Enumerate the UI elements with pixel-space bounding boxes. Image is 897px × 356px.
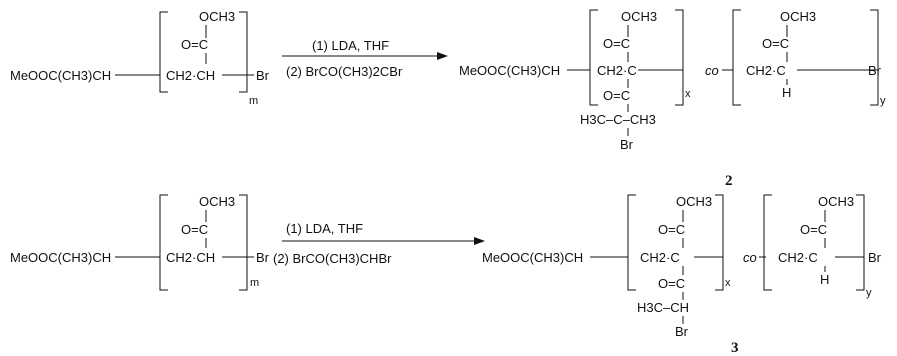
condition-step-1: (1) LDA, THF bbox=[312, 38, 389, 53]
condition-step-2: (2) BrCO(CH3)CHBr bbox=[273, 251, 392, 266]
compound-number-3: 3 bbox=[731, 340, 739, 356]
backbone-x: CH2·C bbox=[640, 250, 680, 265]
right-bracket bbox=[239, 194, 248, 291]
ester-group: OCH3 bbox=[199, 194, 235, 209]
branch-group-x: H3C–CH bbox=[637, 300, 689, 315]
carbonyl-group-x: O=C bbox=[658, 222, 685, 237]
terminal-bromine: Br bbox=[868, 250, 882, 265]
carbonyl-group-y: O=C bbox=[762, 36, 789, 51]
repeat-x: x bbox=[685, 88, 691, 100]
product-copolymer-3: MeOOC(CH3)CH OCH3 O=C CH2·C O=C H3C–CH B… bbox=[482, 194, 882, 356]
ester-group: OCH3 bbox=[199, 9, 235, 24]
backbone: CH2·CH bbox=[166, 250, 215, 265]
ester-group-y: OCH3 bbox=[818, 194, 854, 209]
left-bracket bbox=[159, 194, 168, 291]
hydrogen-y: H bbox=[782, 85, 791, 100]
starting-polymer-2: MeOOC(CH3)CH OCH3 O=C CH2·CH m Br bbox=[10, 194, 270, 291]
copolymer-linker: co bbox=[705, 63, 719, 78]
terminal-bromine: Br bbox=[256, 68, 270, 83]
repeat-y: y bbox=[866, 287, 872, 299]
end-group: MeOOC(CH3)CH bbox=[10, 250, 111, 265]
condition-step-1: (1) LDA, THF bbox=[286, 221, 363, 236]
hydrogen-y: H bbox=[820, 272, 829, 287]
reaction-1: MeOOC(CH3)CH OCH3 O=C CH2·CH m Br (1) LD… bbox=[10, 9, 886, 189]
right-bracket-x bbox=[715, 194, 724, 291]
branch-group-x: H3C–C–CH3 bbox=[580, 112, 656, 127]
bromide-x: Br bbox=[675, 324, 689, 339]
carbonyl-group: O=C bbox=[181, 222, 208, 237]
condition-step-2: (2) BrCO(CH3)2CBr bbox=[286, 64, 403, 79]
repeat-y: y bbox=[880, 95, 886, 107]
terminal-bromine: Br bbox=[868, 63, 882, 78]
reaction-arrow-1: (1) LDA, THF (2) BrCO(CH3)2CBr bbox=[282, 38, 448, 79]
left-bracket-x bbox=[589, 9, 598, 106]
product-copolymer-2: MeOOC(CH3)CH OCH3 O=C CH2·C O=C H3C–C–CH… bbox=[459, 9, 886, 189]
repeat-x: x bbox=[725, 277, 731, 289]
backbone: CH2·CH bbox=[166, 68, 215, 83]
left-bracket-y bbox=[732, 9, 741, 106]
right-bracket-y bbox=[856, 194, 865, 291]
end-group: MeOOC(CH3)CH bbox=[10, 68, 111, 83]
right-bracket bbox=[239, 11, 248, 93]
backbone-y: CH2·C bbox=[778, 250, 818, 265]
reaction-arrow-2: (1) LDA, THF (2) BrCO(CH3)CHBr bbox=[273, 221, 485, 266]
acyl-group-x: O=C bbox=[603, 88, 630, 103]
end-group: MeOOC(CH3)CH bbox=[459, 63, 560, 78]
arrow-head bbox=[474, 237, 485, 245]
acyl-group-x: O=C bbox=[658, 276, 685, 291]
starting-polymer-1: MeOOC(CH3)CH OCH3 O=C CH2·CH m Br bbox=[10, 9, 270, 107]
end-group: MeOOC(CH3)CH bbox=[482, 250, 583, 265]
copolymer-linker: co bbox=[743, 250, 757, 265]
left-bracket-y bbox=[763, 194, 772, 291]
ester-group-x: OCH3 bbox=[676, 194, 712, 209]
carbonyl-group-x: O=C bbox=[603, 36, 630, 51]
carbonyl-group-y: O=C bbox=[800, 222, 827, 237]
bromide-x: Br bbox=[620, 137, 634, 152]
ester-group-x: OCH3 bbox=[621, 9, 657, 24]
compound-number-2: 2 bbox=[725, 173, 733, 189]
backbone-y: CH2·C bbox=[746, 63, 786, 78]
carbonyl-group: O=C bbox=[181, 37, 208, 52]
reaction-2: MeOOC(CH3)CH OCH3 O=C CH2·CH m Br (1) LD… bbox=[10, 194, 882, 356]
terminal-bromine: Br bbox=[256, 250, 270, 265]
arrow-head bbox=[437, 52, 448, 60]
repeat-m: m bbox=[250, 277, 259, 289]
right-bracket-x bbox=[675, 9, 684, 106]
repeat-m: m bbox=[249, 95, 258, 107]
backbone-x: CH2·C bbox=[597, 63, 637, 78]
left-bracket-x bbox=[627, 194, 636, 291]
right-bracket-y bbox=[870, 9, 879, 106]
ester-group-y: OCH3 bbox=[780, 9, 816, 24]
left-bracket bbox=[159, 11, 168, 93]
